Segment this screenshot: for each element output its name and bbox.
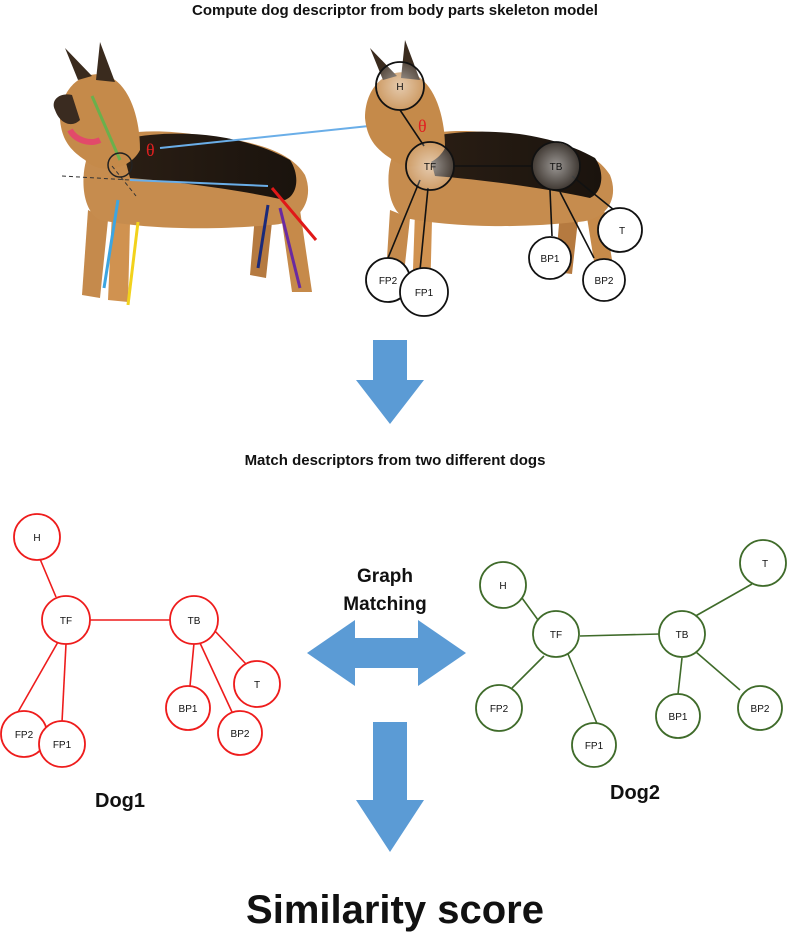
similarity-score-label: Similarity score	[246, 888, 544, 932]
dog2-label: Dog2	[610, 782, 660, 804]
node-label-h: H	[499, 581, 506, 592]
node-label-bp2: BP2	[231, 729, 250, 740]
graph-matching-label-line2: Matching	[343, 594, 427, 615]
node-label-bp2: BP2	[751, 704, 770, 715]
node-label-bp1: BP1	[541, 254, 560, 265]
node-label-tf: TF	[550, 630, 562, 641]
right-dog-skeleton-graph	[387, 109, 615, 271]
correspondence-line-middle	[129, 179, 269, 187]
node-label-bp2: BP2	[595, 276, 614, 287]
dog1-label: Dog1	[95, 790, 145, 812]
dog-photo-left	[53, 42, 312, 302]
right-dog-skeleton-nodes	[365, 61, 643, 317]
angle-theta-right: θ	[418, 116, 427, 136]
node-label-fp1: FP1	[585, 741, 604, 752]
node-label-fp1: FP1	[415, 288, 434, 299]
angle-theta-left: θ	[146, 140, 155, 160]
graph-matching-label-line1: Graph	[357, 566, 413, 587]
dog2-node-labels: H TF TB FP2 FP1 BP1 BP2 T	[490, 559, 770, 752]
correspondence-line-top	[159, 123, 389, 149]
dog2-graph-nodes	[475, 539, 787, 768]
double-arrow-graph-matching	[307, 620, 466, 686]
node-label-t: T	[254, 680, 260, 691]
node-label-fp2: FP2	[15, 730, 34, 741]
node-label-bp1: BP1	[669, 712, 688, 723]
node-label-fp2: FP2	[379, 276, 398, 287]
right-dog-node-labels: H TF TB FP2 FP1 BP1 BP2 T	[379, 82, 625, 299]
node-label-t: T	[619, 226, 625, 237]
middle-title: Match descriptors from two different dog…	[244, 452, 546, 469]
down-arrow-top	[356, 340, 424, 424]
down-arrow-bottom	[356, 722, 424, 852]
dog1-node-labels: H TF TB FP2 FP1 BP1 BP2 T	[15, 533, 260, 751]
node-label-h: H	[396, 82, 403, 93]
node-label-h: H	[33, 533, 40, 544]
node-label-fp2: FP2	[490, 704, 509, 715]
dog1-graph-edges	[17, 558, 247, 723]
node-label-tb: TB	[550, 162, 563, 173]
node-label-t: T	[762, 559, 768, 570]
node-label-tb: TB	[676, 630, 689, 641]
node-label-tb: TB	[188, 616, 201, 627]
node-label-bp1: BP1	[179, 704, 198, 715]
node-label-tf: TF	[424, 162, 436, 173]
node-label-tf: TF	[60, 616, 72, 627]
node-label-fp1: FP1	[53, 740, 72, 751]
dog2-graph-edges	[511, 583, 753, 727]
left-dog-skeleton-lines	[61, 95, 318, 306]
dog1-graph-nodes	[0, 513, 281, 768]
top-title: Compute dog descriptor from body parts s…	[192, 2, 598, 19]
